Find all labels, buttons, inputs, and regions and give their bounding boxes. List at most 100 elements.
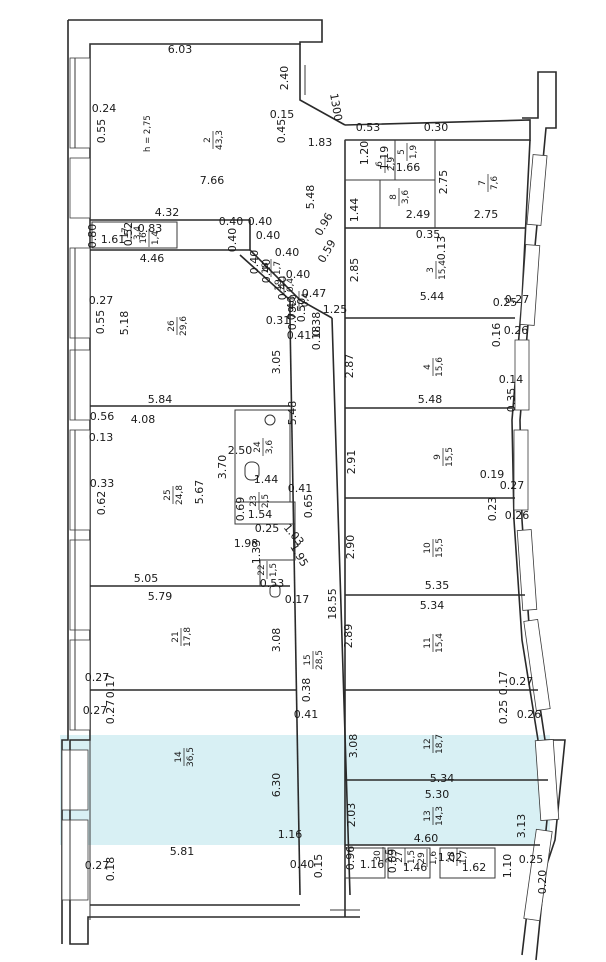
dimension-label: 0.38 (300, 678, 313, 703)
dimension-label: 0.13 (89, 431, 114, 444)
room-area: 0,4 (301, 293, 311, 308)
dimension-label: 0.69 (234, 497, 247, 522)
dimension-label: 0.17 (497, 671, 510, 696)
dimension-label: 3.70 (216, 455, 229, 480)
room-area: 1,9 (409, 145, 419, 160)
room-area: 28,5 (315, 650, 325, 670)
dimension-label: 0.26 (504, 324, 529, 337)
room-area: 1,7 (459, 850, 469, 864)
room-number: 27 (395, 851, 405, 862)
dimension-label: 5.30 (425, 788, 450, 801)
dimension-label: 0.40 (226, 228, 239, 253)
room-area: 2,5 (385, 849, 395, 863)
tick-marks (304, 65, 360, 911)
dimension-label: 1.61 (101, 233, 126, 246)
dimension-label: 0.19 (480, 468, 505, 481)
dimension-label: 0.27 (83, 704, 108, 717)
room-area: 18,7 (435, 734, 445, 754)
dimension-label: 0.18 (104, 857, 117, 882)
dimension-label: 2.75 (474, 208, 499, 221)
dimension-label: 6.03 (168, 43, 193, 56)
room-area: 15,4 (435, 633, 445, 653)
room-number: 17 (121, 227, 131, 238)
dimension-label: 0.27 (85, 859, 110, 872)
interior-walls (90, 139, 548, 917)
dimension-label: 0.25 (497, 700, 510, 725)
dimension-label: 1.10 (501, 854, 514, 879)
dimension-label: 0.27 (104, 700, 117, 725)
room-area: 1,5 (269, 563, 279, 577)
room-number: 12 (423, 738, 433, 749)
room-number: 10 (423, 542, 433, 554)
room-number: 9 (433, 454, 443, 460)
room-number: 30 (373, 850, 383, 862)
dimension-label: 5.34 (430, 772, 455, 785)
dimension-label: 0.25 (255, 522, 280, 535)
dimension-label: 0.33 (90, 477, 115, 490)
fixtures (244, 414, 281, 598)
dimension-label: 1.44 (348, 198, 361, 223)
room-number: 5 (397, 149, 407, 155)
dimension-label: 0.35 (416, 228, 441, 241)
room-area: 3,6 (265, 440, 275, 455)
room-number: 19 (274, 279, 284, 291)
room-area: 7,6 (490, 176, 500, 191)
room-number: 11 (423, 637, 433, 648)
dimension-label: 1.20 (358, 141, 371, 166)
dimension-label: 0.89 (386, 849, 399, 874)
room-area: 1,6 (429, 851, 439, 866)
room-area: 1,4 (151, 231, 161, 246)
room-number: 4 (423, 364, 433, 370)
room-area: 15,6 (435, 357, 445, 377)
dimension-label: 3.08 (347, 734, 360, 759)
dimension-label: 0.13 (435, 236, 448, 261)
dimension-label: 1.44 (254, 473, 279, 486)
room-number: 23 (249, 495, 259, 506)
dimension-label: 0.40 (256, 229, 281, 242)
room-area: 2,5 (261, 494, 271, 508)
room-number: 18 (261, 262, 271, 274)
dimension-label: 3.05 (270, 350, 283, 375)
dimension-label: 4.46 (140, 252, 165, 265)
dimension-label: 2.87 (343, 354, 356, 379)
dimension-label: 0.40 (248, 215, 273, 228)
dimension-label: 0.27 (505, 293, 530, 306)
dimension-label: 0.31 (266, 314, 291, 327)
dimension-label: 0.56 (90, 410, 115, 423)
dimension-label: 1.19 (378, 146, 391, 171)
dimension-label: 0.25 (493, 296, 518, 309)
dimension-label: 0.52 (122, 222, 135, 247)
dimension-label: 0.40 (286, 268, 311, 281)
room-number: 13 (423, 810, 433, 821)
dimension-label: 1.46 (403, 861, 428, 874)
room-number: 16 (139, 232, 149, 244)
dimension-label: 5.18 (118, 311, 131, 336)
room-area: 17,8 (183, 627, 193, 647)
room-number: 8 (389, 194, 399, 200)
dimension-label: 4.08 (131, 413, 156, 426)
dimension-label: 2.85 (348, 258, 361, 283)
dimension-label: 0.65 (302, 494, 315, 519)
dimension-label: 0.40 (248, 250, 261, 275)
dimension-label: 0.45 (275, 119, 288, 144)
room-area: 14,3 (435, 806, 445, 826)
